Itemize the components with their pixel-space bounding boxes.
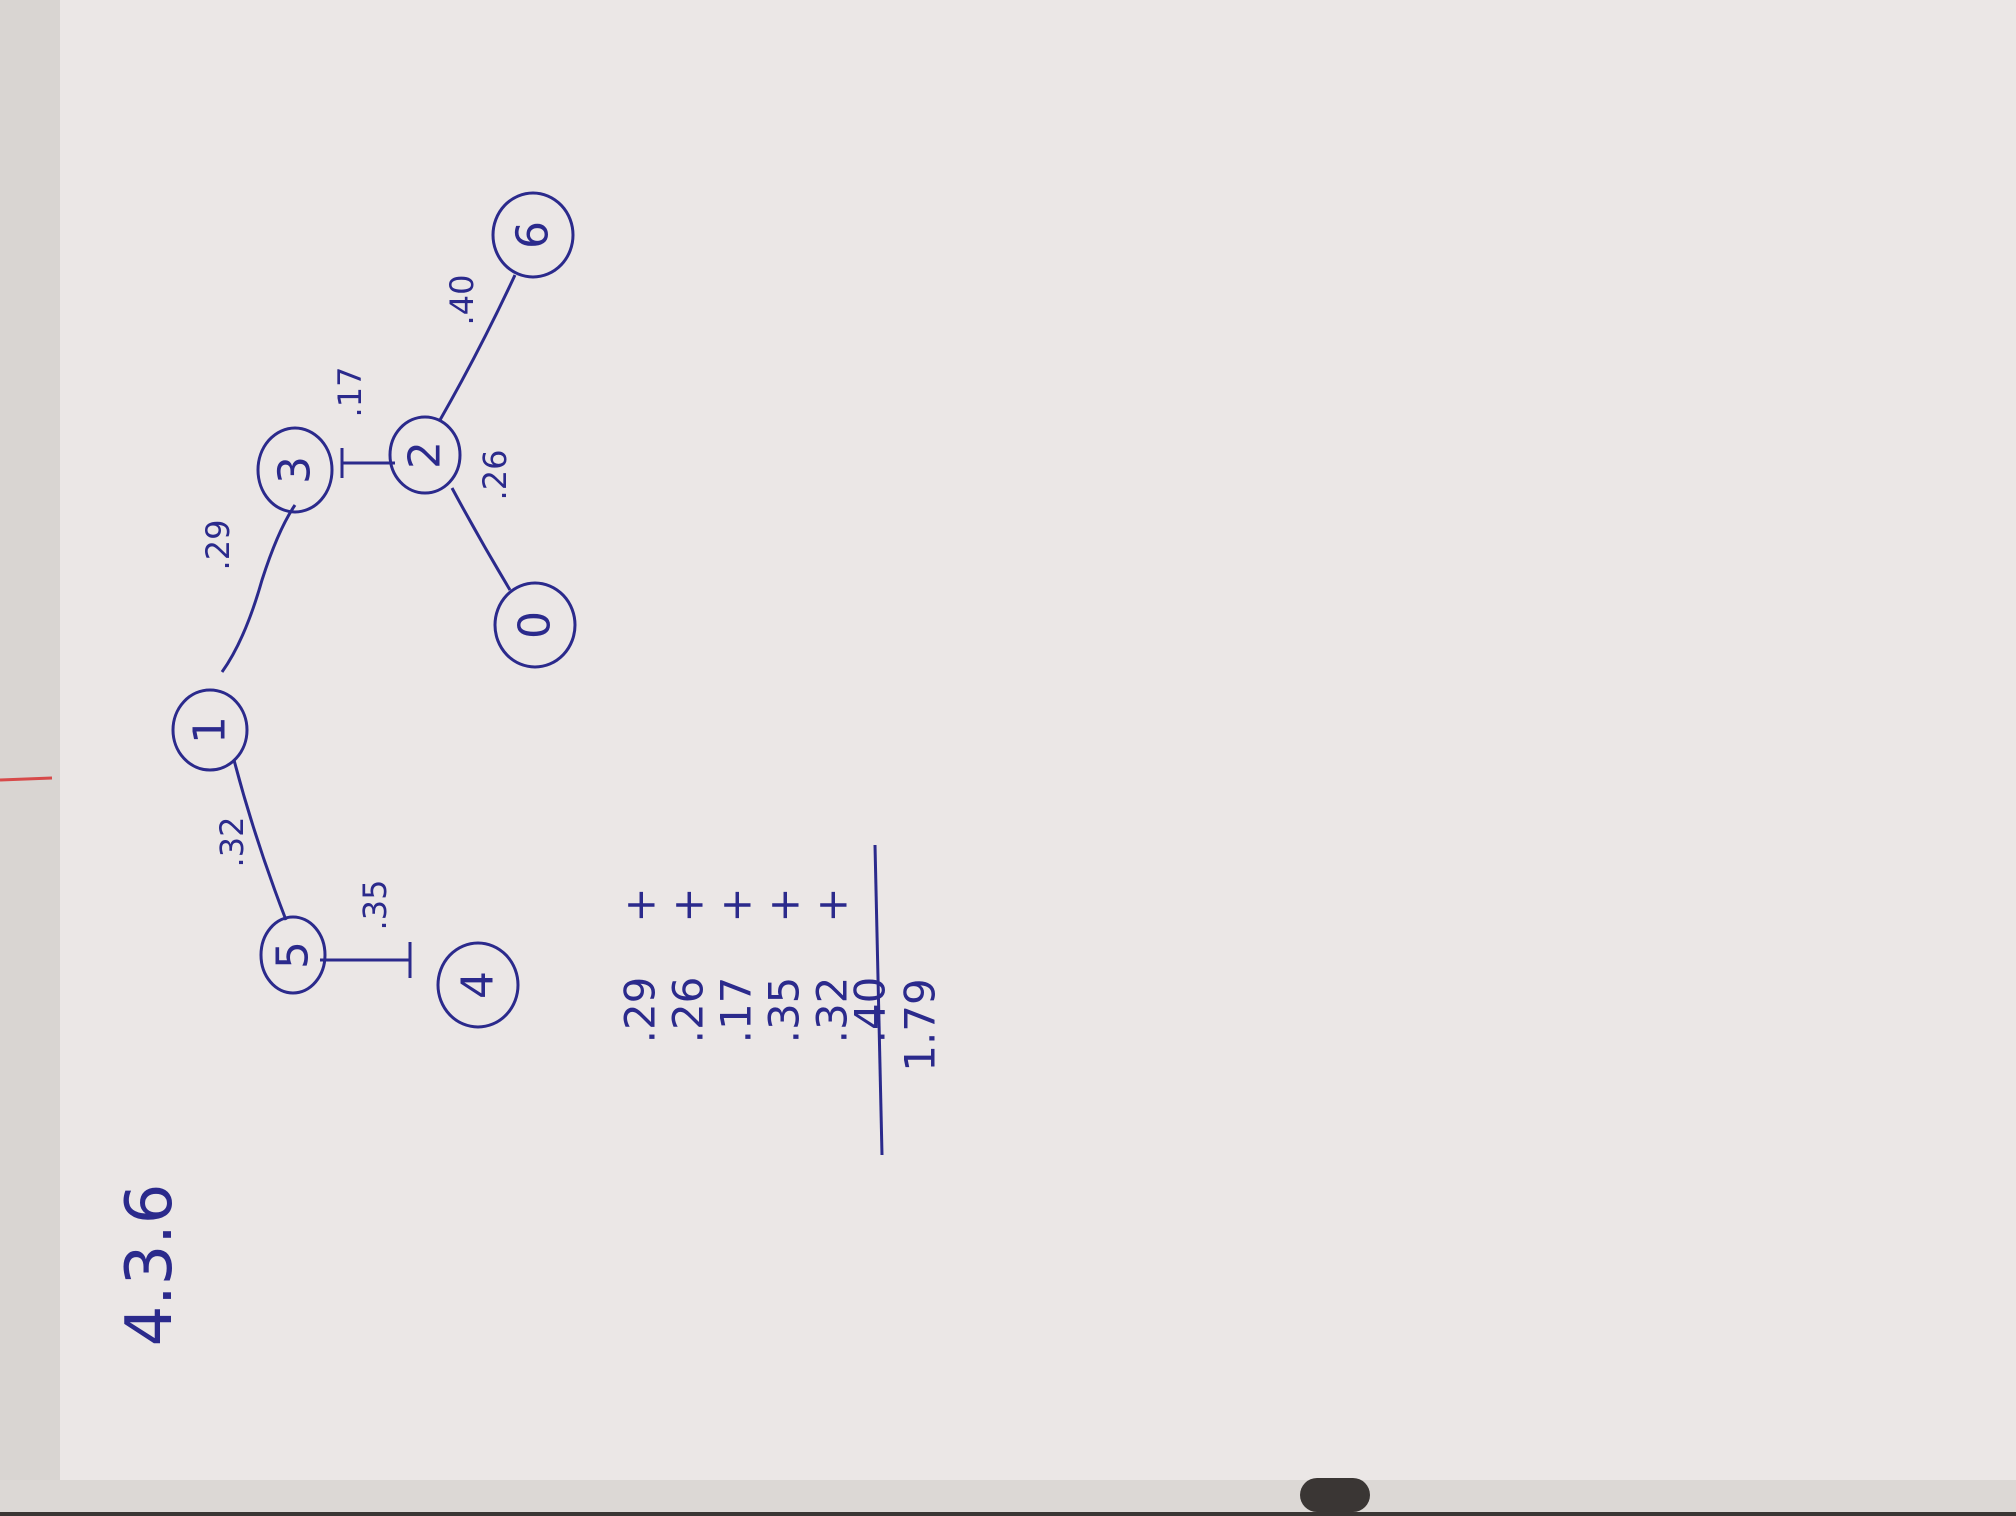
- node-label-5: 5: [268, 941, 319, 969]
- title-group: 4.3.6: [113, 1184, 187, 1347]
- sum-term-3: .17: [712, 977, 761, 1044]
- edge-weight-5-4: .35: [356, 880, 394, 931]
- sum-total: 1.79: [896, 978, 945, 1072]
- node-circle-6: [491, 191, 575, 279]
- sum-term-4: .35: [760, 977, 809, 1044]
- node-label-3: 3: [270, 456, 321, 484]
- sum-term-2: .26: [664, 977, 713, 1044]
- edge-weight-5-1: .32: [213, 817, 251, 868]
- edge-weight-3-2: .17: [331, 367, 369, 418]
- binder-hole: [1300, 1478, 1370, 1512]
- edge-weight-2-6: .40: [443, 275, 481, 326]
- node-labels: 5 4 1 3 2 0 6: [185, 221, 561, 999]
- edge-lines: [220, 274, 517, 978]
- page-title: 4.3.6: [113, 1184, 187, 1347]
- under-sheet-strip: [0, 0, 60, 1512]
- sum-term-1: .29: [616, 977, 665, 1044]
- sum-column: .29 + .26 + .17 + .35 + .32 + .40 1.79: [616, 844, 945, 1156]
- node-circle-3: [256, 426, 334, 514]
- sum-term-5: .32: [808, 977, 857, 1044]
- node-label-6: 6: [508, 221, 559, 249]
- edge-5-1: [232, 759, 288, 921]
- edge-2-6: [438, 274, 517, 421]
- node-label-1: 1: [185, 716, 236, 744]
- sum-op-5: +: [808, 887, 857, 922]
- node-label-0: 0: [510, 611, 561, 639]
- edge-weight-2-0: .26: [476, 450, 514, 501]
- sum-op-1: +: [616, 887, 665, 922]
- node-circles: [171, 191, 577, 1029]
- sum-op-4: +: [760, 887, 809, 922]
- margin-mark: [0, 776, 53, 782]
- node-circle-2: [388, 415, 462, 495]
- sum-rule: [873, 844, 884, 1156]
- node-circle-5: [259, 915, 327, 995]
- node-label-2: 2: [400, 441, 451, 469]
- node-circle-4: [436, 941, 520, 1029]
- sum-term-6: .40: [846, 977, 895, 1044]
- edge-weight-1-3: .29: [199, 520, 237, 571]
- edge-weights: .35 .32 .29 .17 .26 .40: [199, 275, 514, 931]
- under-sheet-bottom-strip: [0, 1480, 2016, 1512]
- node-circle-1: [171, 688, 249, 772]
- node-label-4: 4: [453, 971, 504, 999]
- edge-1-3: [220, 504, 297, 673]
- sum-op-3: +: [712, 887, 761, 922]
- sum-op-2: +: [664, 887, 713, 922]
- edge-2-0: [450, 487, 512, 591]
- node-circle-0: [493, 581, 577, 669]
